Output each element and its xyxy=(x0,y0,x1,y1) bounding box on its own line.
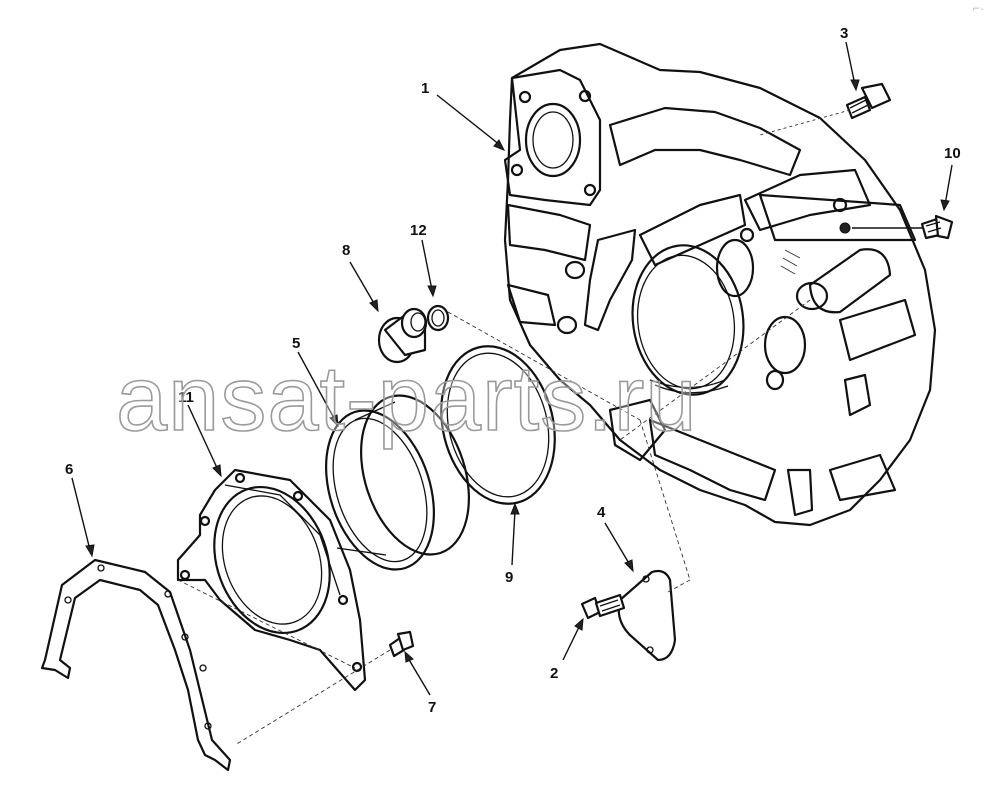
bolt-2 xyxy=(580,593,626,620)
callout-7: 7 xyxy=(428,699,436,716)
seal-5 xyxy=(325,394,470,571)
flywheel-housing xyxy=(503,42,937,527)
leader-lines xyxy=(71,41,953,746)
bolt-10 xyxy=(839,214,954,240)
callout-8: 8 xyxy=(342,242,350,259)
cover-plate-4 xyxy=(617,569,677,662)
callout-10: 10 xyxy=(944,145,961,162)
callout-2: 2 xyxy=(550,665,558,682)
callout-3: 3 xyxy=(840,25,848,42)
callout-11: 11 xyxy=(178,389,194,406)
bolt-7 xyxy=(388,630,415,658)
callout-5: 5 xyxy=(292,335,300,352)
bolt-3 xyxy=(845,82,892,120)
plug-8 xyxy=(377,307,428,364)
ring-9 xyxy=(440,345,556,505)
callout-6: 6 xyxy=(65,461,73,478)
callout-12: 12 xyxy=(410,222,427,239)
seal-housing-11 xyxy=(176,468,367,692)
o-ring-12 xyxy=(426,304,450,332)
callout-labels: 1 2 3 4 5 6 7 8 9 10 11 12 xyxy=(65,25,961,716)
callout-1: 1 xyxy=(421,80,429,97)
corner-mark: ⌐- xyxy=(972,4,984,15)
callout-4: 4 xyxy=(597,504,606,521)
watermark-text: ansat-parts.ru xyxy=(116,348,698,450)
callout-9: 9 xyxy=(505,569,513,586)
gasket-6 xyxy=(40,558,232,772)
